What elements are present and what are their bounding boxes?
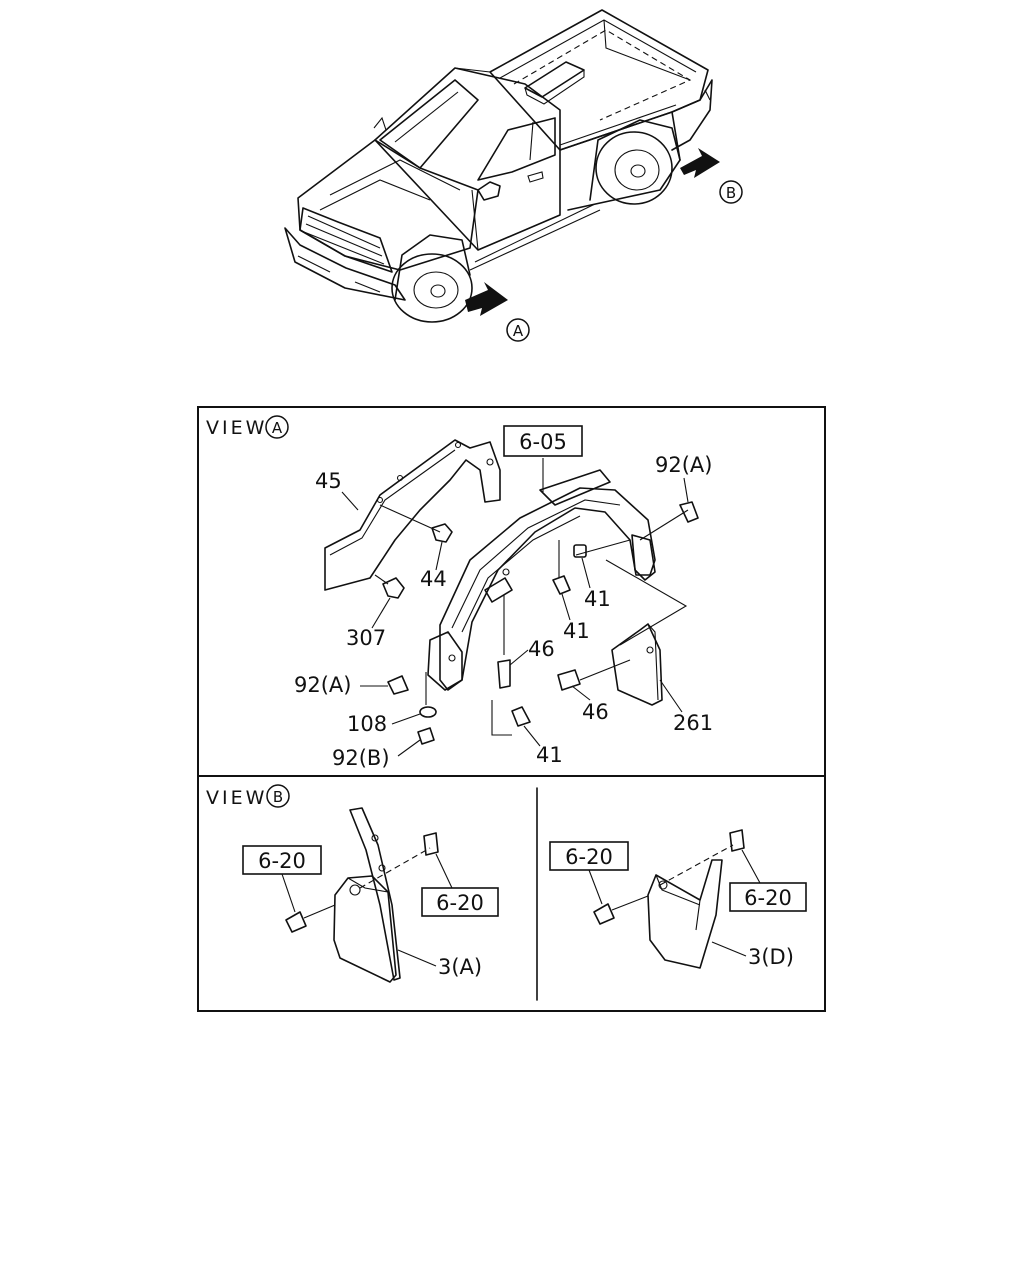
part-label-92b: 92(B)	[332, 746, 390, 770]
marker-a-letter: A	[513, 322, 524, 340]
part-label-3a: 3(A)	[438, 955, 482, 979]
part-label-44: 44	[420, 567, 447, 591]
truck-overview-illustration	[284, 9, 720, 323]
view-b-marker: B	[273, 788, 283, 806]
ref-box-6-05-text: 6-05	[519, 430, 567, 454]
part-label-41-mid: 41	[563, 619, 590, 643]
part-label-3d: 3(D)	[748, 945, 794, 969]
part-label-45: 45	[315, 469, 342, 493]
ref-box-6-20-right-clip-text: 6-20	[744, 886, 792, 910]
ref-box-6-20-right-clip[interactable]: 6-20	[729, 882, 807, 912]
ref-box-6-20-left-bolt[interactable]: 6-20	[242, 845, 322, 875]
part-label-307: 307	[346, 626, 386, 650]
view-b-heading: VIEW B	[206, 784, 290, 809]
view-b-right-illustration	[593, 829, 745, 969]
marker-b-letter: B	[726, 184, 736, 202]
view-a-illustration	[324, 439, 699, 745]
part-label-46-bottom: 46	[582, 700, 609, 724]
ref-box-6-20-right-bolt-text: 6-20	[565, 845, 613, 869]
ref-box-6-20-left-clip[interactable]: 6-20	[421, 887, 499, 917]
ref-box-6-20-left-clip-text: 6-20	[436, 891, 484, 915]
part-label-92a-left: 92(A)	[294, 673, 351, 697]
view-b-left-illustration	[285, 807, 439, 983]
marker-a-callout: A	[506, 318, 530, 342]
view-b-heading-text: VIEW	[206, 787, 267, 809]
part-label-41-bottom: 41	[536, 743, 563, 767]
ref-box-6-20-right-bolt[interactable]: 6-20	[549, 841, 629, 871]
part-label-41-top: 41	[584, 587, 611, 611]
part-label-92a-right: 92(A)	[655, 453, 712, 477]
diagram-frame	[197, 406, 826, 1012]
ref-box-6-05[interactable]: 6-05	[503, 425, 583, 457]
part-label-261: 261	[673, 711, 713, 735]
view-a-heading-text: VIEW	[206, 417, 267, 439]
view-a-marker: A	[272, 419, 283, 437]
marker-b-callout: B	[719, 180, 743, 204]
view-a-heading: VIEW A	[206, 415, 289, 439]
part-label-46-top: 46	[528, 637, 555, 661]
ref-box-6-20-left-bolt-text: 6-20	[258, 849, 306, 873]
part-label-108: 108	[347, 712, 387, 736]
